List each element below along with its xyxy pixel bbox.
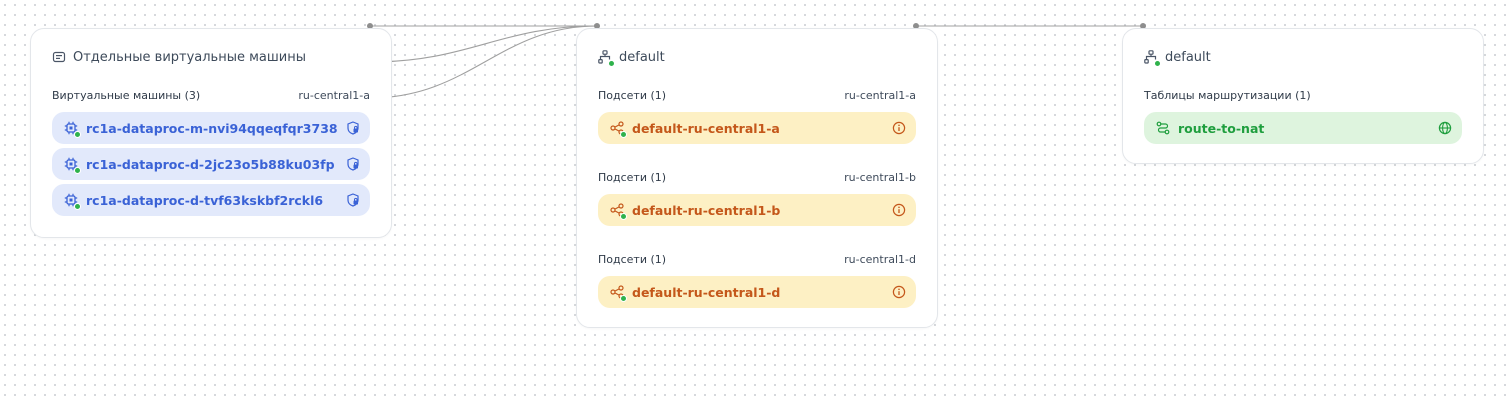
route-table-name: route-to-nat — [1178, 120, 1265, 136]
subnet-share-icon — [610, 203, 627, 220]
status-running-dot — [74, 203, 81, 210]
status-running-dot — [74, 167, 81, 174]
vm-section-label: Виртуальные машины — [52, 88, 182, 102]
subnet-share-icon — [610, 121, 627, 138]
vm-item[interactable]: rc1a-dataproc-d-2jc23o5b88ku03fp — [52, 148, 370, 180]
network-header: default — [598, 47, 665, 67]
connector-vm-to-network — [369, 25, 598, 99]
subnet-section-zone: ru-central1-a — [844, 88, 916, 102]
subnet-section-header: Подсети (1) ru-central1-b — [598, 170, 916, 184]
subnet-section-label: Подсети (1) — [598, 252, 667, 266]
info-icon[interactable] — [892, 203, 906, 217]
vm-name: rc1a-dataproc-d-tvf63kskbf2rckl6 — [86, 192, 324, 208]
subnet-name: default-ru-central1-b — [632, 202, 781, 218]
status-active-dot — [608, 60, 615, 67]
routing-title: default — [1165, 49, 1211, 65]
status-active-dot — [1154, 60, 1161, 67]
vm-section-header: Виртуальные машины (3) ru-central1-a — [52, 88, 370, 102]
cpu-icon — [64, 121, 81, 138]
shield-lock-icon[interactable] — [346, 157, 360, 171]
subnet-section-zone: ru-central1-b — [844, 170, 916, 184]
status-active-dot — [620, 213, 627, 220]
subnet-section-label: Подсети (1) — [598, 88, 667, 102]
subnet-item[interactable]: default-ru-central1-a — [598, 112, 916, 144]
server-list-icon — [52, 50, 66, 64]
subnet-name: default-ru-central1-d — [632, 284, 781, 300]
subnet-item[interactable]: default-ru-central1-d — [598, 276, 916, 308]
vm-section-zone: ru-central1-a — [298, 88, 370, 102]
globe-icon[interactable] — [1438, 121, 1452, 135]
network-icon — [598, 50, 615, 67]
vm-group-card[interactable]: Отдельные виртуальные машины Виртуальные… — [30, 28, 392, 238]
vm-item[interactable]: rc1a-dataproc-d-tvf63kskbf2rckl6 — [52, 184, 370, 216]
vm-section-count: (3) — [184, 88, 201, 102]
routing-card[interactable]: default Таблицы маршрутизации (1) route-… — [1122, 28, 1484, 164]
vm-name: rc1a-dataproc-d-2jc23o5b88ku03fp — [86, 156, 335, 172]
subnet-name: default-ru-central1-a — [632, 120, 780, 136]
vm-group-title: Отдельные виртуальные машины — [73, 49, 306, 65]
cpu-icon — [64, 157, 81, 174]
network-icon — [1144, 50, 1161, 67]
status-active-dot — [620, 295, 627, 302]
route-icon — [1156, 121, 1170, 135]
connector-group-to-network — [369, 25, 598, 63]
subnet-share-icon — [610, 285, 627, 302]
subnet-section-header: Подсети (1) ru-central1-a — [598, 88, 916, 102]
routing-header: default — [1144, 47, 1211, 67]
subnet-section-header: Подсети (1) ru-central1-d — [598, 252, 916, 266]
status-running-dot — [74, 131, 81, 138]
vm-item[interactable]: rc1a-dataproc-m-nvi94qqeqfqr3738 — [52, 112, 370, 144]
shield-lock-icon[interactable] — [346, 193, 360, 207]
info-icon[interactable] — [892, 121, 906, 135]
shield-lock-icon[interactable] — [346, 121, 360, 135]
vm-name: rc1a-dataproc-m-nvi94qqeqfqr3738 — [86, 120, 338, 136]
routing-section-header: Таблицы маршрутизации (1) — [1144, 88, 1462, 102]
network-title: default — [619, 49, 665, 65]
network-card[interactable]: default Подсети (1) ru-central1-a defaul… — [576, 28, 938, 328]
cpu-icon — [64, 193, 81, 210]
vm-section-label-wrap: Виртуальные машины (3) — [52, 89, 200, 102]
status-active-dot — [620, 131, 627, 138]
subnet-section-zone: ru-central1-d — [844, 252, 916, 266]
info-icon[interactable] — [892, 285, 906, 299]
subnet-section-label: Подсети (1) — [598, 170, 667, 184]
subnet-item[interactable]: default-ru-central1-b — [598, 194, 916, 226]
vm-group-header: Отдельные виртуальные машины — [52, 47, 306, 67]
route-table-item[interactable]: route-to-nat — [1144, 112, 1462, 144]
routing-section-label: Таблицы маршрутизации (1) — [1144, 88, 1311, 102]
